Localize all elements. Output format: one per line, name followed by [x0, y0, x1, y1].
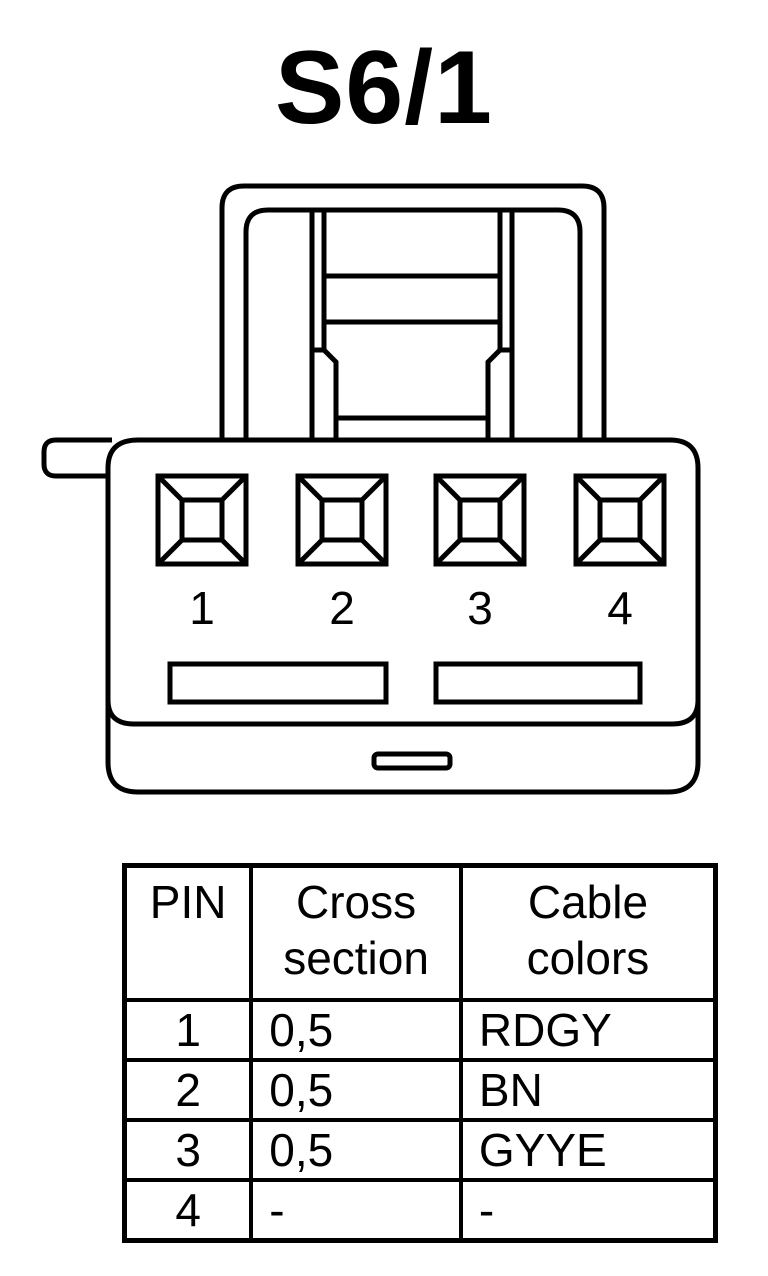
header-pin: PIN	[122, 863, 254, 1002]
pin-number-4: 4	[607, 582, 633, 634]
pin-cavity-4	[573, 473, 667, 567]
connector-latch	[219, 183, 607, 440]
cell-pin: 3	[122, 1118, 254, 1182]
header-pin-label: PIN	[149, 876, 227, 928]
header-cross-section: Cross section	[249, 863, 463, 1002]
cell-cable-color: RDGY	[458, 998, 718, 1062]
pin-assignment-table: PIN Cross section Cable colors 1 0,5 RDG…	[122, 863, 718, 1243]
table-row: 3 0,5 GYYE	[122, 1118, 718, 1182]
locking-slot-right	[433, 661, 643, 705]
header-cable-colors: Cable colors	[458, 863, 718, 1002]
cell-cable-color: -	[458, 1178, 718, 1243]
pin-cavity-3	[433, 473, 527, 567]
cell-cross-section: 0,5	[249, 1058, 463, 1122]
header-cable-colors-line-1: Cable	[527, 876, 649, 928]
connector-side-tab	[41, 437, 112, 479]
pin-number-3: 3	[467, 582, 493, 634]
table-row: 4 - -	[122, 1178, 718, 1243]
pin-number-2: 2	[329, 582, 355, 634]
cell-cross-section: 0,5	[249, 998, 463, 1062]
pin-cavity-2	[295, 473, 389, 567]
table-header-row: PIN Cross section Cable colors	[122, 863, 718, 1002]
header-cable-colors-line-2: colors	[526, 932, 650, 984]
cell-cross-section: 0,5	[249, 1118, 463, 1182]
header-cross-section-line-1: Cross	[296, 876, 417, 928]
pin-number-1: 1	[189, 582, 215, 634]
connector-drawing: 1 2 3 4	[41, 183, 701, 795]
table-row: 1 0,5 RDGY	[122, 998, 718, 1062]
cell-pin: 1	[122, 998, 254, 1062]
cell-pin: 2	[122, 1058, 254, 1122]
cell-cable-color: GYYE	[458, 1118, 718, 1182]
cell-cable-color: BN	[458, 1058, 718, 1122]
header-cross-section-line-2: section	[283, 932, 429, 984]
pin-cavity-1	[155, 473, 249, 567]
connector-title: S6/1	[275, 30, 493, 146]
table-row: 2 0,5 BN	[122, 1058, 718, 1122]
cell-pin: 4	[122, 1178, 254, 1243]
locking-slot-left	[167, 661, 389, 705]
cell-cross-section: -	[249, 1178, 463, 1243]
